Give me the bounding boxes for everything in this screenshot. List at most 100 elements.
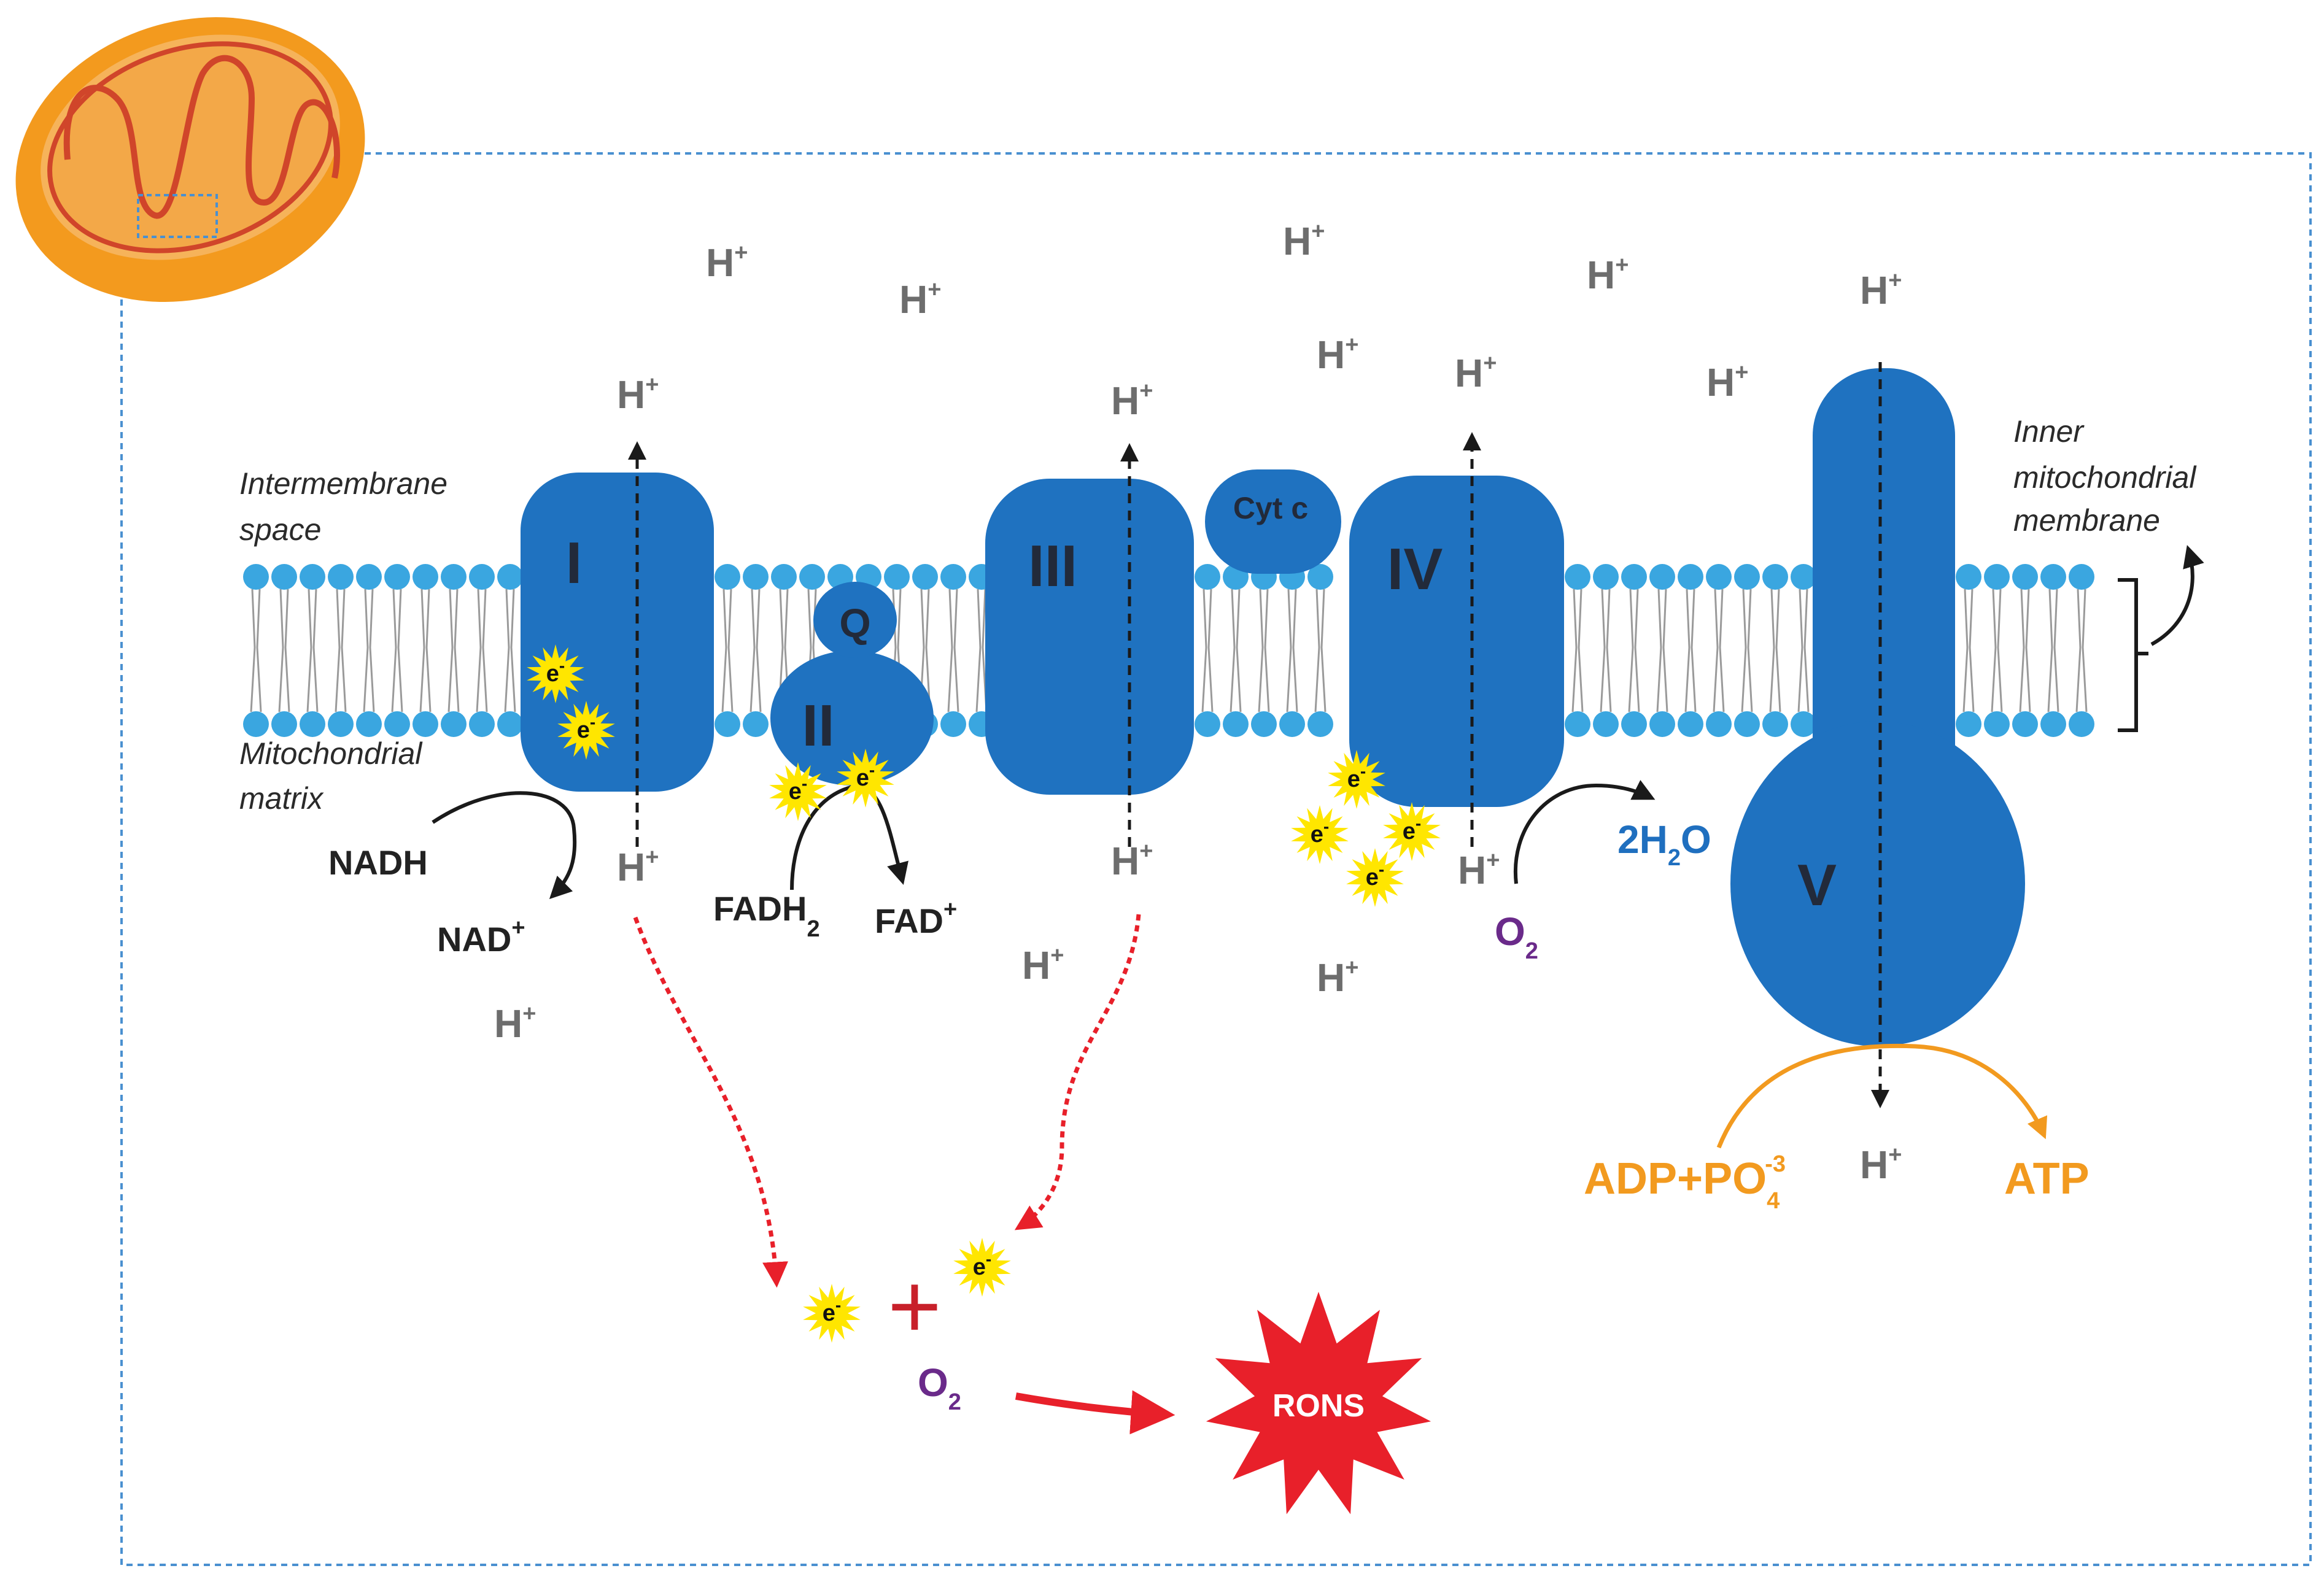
lipid-tail xyxy=(947,589,959,712)
rons-label: RONS xyxy=(1272,1388,1365,1424)
proton-label: H+ xyxy=(494,1001,536,1046)
lipid-head xyxy=(1593,564,1619,590)
ubiquinone-label: Q xyxy=(839,600,870,646)
lipid-tail xyxy=(504,589,516,712)
lipid-head xyxy=(1279,711,1305,737)
lipid-head xyxy=(328,711,354,737)
lipid-head xyxy=(1678,564,1703,590)
lipid-head xyxy=(384,711,410,737)
proton-label: H+ xyxy=(1587,252,1629,297)
electron-icon: e- xyxy=(803,1284,861,1343)
complex-iv-label: IV xyxy=(1387,536,1443,602)
complex-iv xyxy=(1349,476,1564,807)
lipid-head xyxy=(1565,711,1590,737)
electron-leak-arrow-iii xyxy=(1014,914,1141,1230)
lipid-head xyxy=(328,564,354,590)
proton-label: H+ xyxy=(1455,350,1497,395)
complex-ii xyxy=(770,650,934,786)
fad-label: FAD+ xyxy=(875,897,957,940)
rons-burst: RONS xyxy=(1206,1292,1431,1515)
membrane-pointer-arrow xyxy=(2150,545,2204,646)
electron-label: e- xyxy=(1311,817,1329,847)
lipid-head xyxy=(2012,564,2038,590)
electron-icon: e- xyxy=(557,701,615,760)
lipid-tail xyxy=(306,589,319,712)
nad-label: NAD+ xyxy=(437,915,525,959)
adp-label: ADP+PO4-3 xyxy=(1584,1151,1786,1214)
inner-membrane-label-2: mitochondrial xyxy=(2013,460,2197,495)
lipid-head xyxy=(1307,564,1333,590)
electron-icon: e- xyxy=(769,762,827,821)
lipid-head xyxy=(497,711,523,737)
lipid-head xyxy=(884,564,910,590)
lipid-head xyxy=(1762,564,1788,590)
lipid-head xyxy=(799,564,825,590)
lipid-head xyxy=(2012,711,2038,737)
proton-label: H+ xyxy=(1317,955,1358,1000)
lipid-head xyxy=(1734,711,1760,737)
zoom-frame xyxy=(120,152,2312,1566)
lipid-head xyxy=(2040,564,2066,590)
lipid-head xyxy=(1195,711,1220,737)
lipid-head xyxy=(1307,711,1333,737)
lipid-tail xyxy=(1962,589,1975,712)
fadh2-label: FADH2 xyxy=(713,889,820,942)
lipid-tail xyxy=(2075,589,2088,712)
electron-icon: e- xyxy=(1383,802,1441,861)
lipid-head xyxy=(1706,564,1732,590)
lipid-head xyxy=(2040,711,2066,737)
lipid-tail xyxy=(250,589,262,712)
lipid-head xyxy=(743,711,769,737)
lipid-tail xyxy=(1684,589,1697,712)
proton-label: H+ xyxy=(1022,943,1064,987)
lipid-tail xyxy=(1286,589,1298,712)
water-label: 2H2O xyxy=(1617,817,1711,871)
proton-label: H+ xyxy=(1283,218,1325,263)
complex-ii-label: II xyxy=(802,693,834,758)
lipid-head xyxy=(940,564,966,590)
lipid-tail xyxy=(1991,589,2003,712)
lipid-head xyxy=(2069,564,2094,590)
lipid-tail xyxy=(391,589,403,712)
proton-label: H+ xyxy=(1111,838,1153,883)
electron-label: e- xyxy=(856,760,875,791)
electron-icon: e- xyxy=(953,1238,1011,1297)
lipid-tail xyxy=(749,589,762,712)
proton-label: H+ xyxy=(706,240,748,285)
proton-label: H+ xyxy=(1860,268,1902,312)
lipid-head xyxy=(300,564,325,590)
membrane-bracket xyxy=(2118,578,2148,732)
electron-icon: e- xyxy=(1328,750,1385,809)
lipid-head xyxy=(1706,711,1732,737)
lipid-tail xyxy=(975,589,988,712)
complex-i-label: I xyxy=(566,530,583,596)
lipid-tail xyxy=(1314,589,1327,712)
proton-label: H+ xyxy=(617,372,659,417)
lipid-head xyxy=(2069,711,2094,737)
electron-icon: e- xyxy=(1291,805,1349,864)
lipid-head xyxy=(356,711,382,737)
lipid-head xyxy=(1791,711,1816,737)
proton-label: H+ xyxy=(1317,332,1358,377)
lipid-tail xyxy=(1600,589,1612,712)
electron-label: e- xyxy=(546,656,565,687)
electron-label: e- xyxy=(789,774,807,805)
lipid-head xyxy=(441,564,467,590)
lipid-head xyxy=(1565,564,1590,590)
proton-label: H+ xyxy=(617,844,659,889)
lipid-tail xyxy=(1769,589,1781,712)
nadh-label: NADH xyxy=(328,843,428,882)
electron-label: e- xyxy=(1366,860,1384,890)
lipid-head xyxy=(1734,564,1760,590)
electron-label: e- xyxy=(1403,814,1421,844)
oxygen-label-iv: O2 xyxy=(1495,909,1538,964)
lipid-tail xyxy=(476,589,488,712)
lipid-head xyxy=(243,711,269,737)
inner-membrane-label-3: membrane xyxy=(2013,503,2160,538)
lipid-head xyxy=(1956,564,1981,590)
lipid-tail xyxy=(1656,589,1668,712)
lipid-tail xyxy=(2047,589,2059,712)
lipid-head xyxy=(469,564,495,590)
lipid-tail xyxy=(447,589,460,712)
lipid-tail xyxy=(1797,589,1810,712)
